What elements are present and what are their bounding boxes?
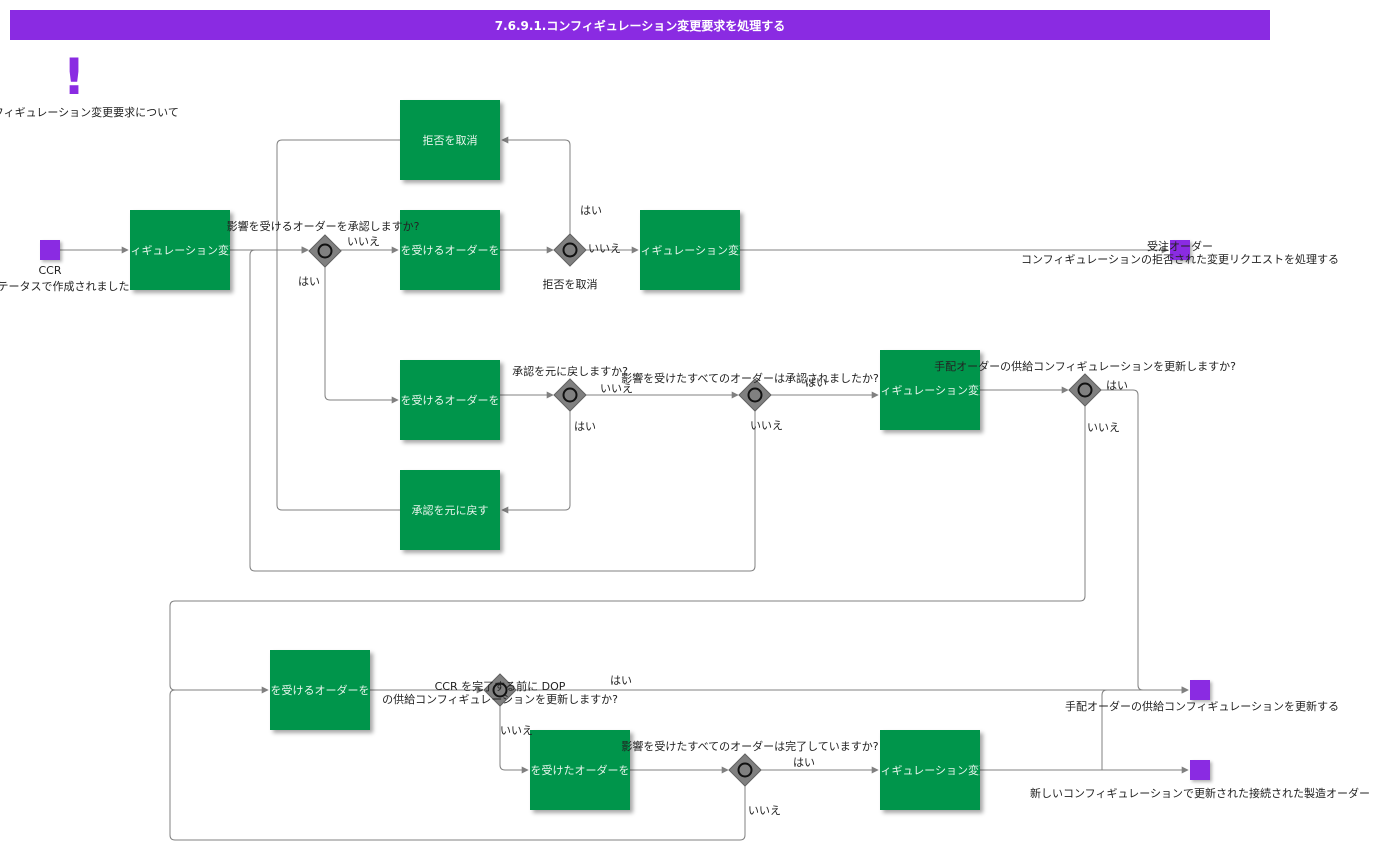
branch-g7-no: いいえ	[748, 804, 781, 817]
start-event[interactable]	[40, 240, 60, 260]
gateway-g6[interactable]	[483, 673, 517, 707]
branch-g1-no: いいえ	[347, 235, 380, 248]
task-complete-orders[interactable]: 影響を受けたオーダーを完了	[530, 730, 630, 810]
gateway-g4-label: 影響を受けたすべてのオーダーは承認されましたか?	[621, 372, 879, 385]
start-label-1: CCR	[38, 264, 62, 277]
diagram-title: 7.6.9.1.コンフィギュレーション変更要求を処理する	[10, 10, 1270, 40]
gateway-g7[interactable]	[728, 753, 762, 787]
branch-g7-yes: はい	[793, 756, 815, 769]
branch-g2-no: いいえ	[588, 242, 621, 255]
task-approve-orders[interactable]: 影響を受けるオーダーを承認	[400, 360, 500, 440]
task-update-orders[interactable]: 影響を受けるオーダーを更新	[270, 650, 370, 730]
branch-g2-yes: はい	[580, 204, 602, 217]
end-rejected-label-2: コンフィギュレーションの拒否された変更リクエストを処理する	[1020, 253, 1340, 266]
branch-g3-no: いいえ	[600, 382, 633, 395]
gateway-g6-label-1: CCR を完了する前に DOP	[434, 680, 566, 693]
gateway-g2[interactable]	[553, 233, 587, 267]
task-revert-approval[interactable]: 承認を元に戻す	[400, 470, 500, 550]
branch-g3-yes: はい	[574, 420, 596, 433]
gateway-g4[interactable]	[738, 378, 772, 412]
note-label: コンフィギュレーション変更要求について	[0, 106, 179, 119]
end-update-dop-label: 手配オーダーの供給コンフィギュレーションを更新する	[1064, 700, 1340, 713]
gateway-g2-label: 拒否を取消	[542, 278, 598, 291]
branch-g6-yes: はい	[610, 674, 632, 687]
branch-g5-no: いいえ	[1087, 421, 1120, 434]
end-connected-orders-label: 新しいコンフィギュレーションで更新された接続された製造オーダー	[1029, 787, 1371, 800]
gateway-g6-label-2: の供給コンフィギュレーションを更新しますか?	[382, 693, 618, 706]
branch-g5-yes: はい	[1106, 379, 1128, 392]
gateway-g3-label: 承認を元に戻しますか?	[512, 365, 628, 378]
gateway-g1[interactable]	[308, 234, 342, 268]
end-event-update-dop[interactable]	[1190, 680, 1210, 700]
end-event-rejected[interactable]	[1170, 240, 1190, 260]
gateway-g5[interactable]	[1068, 373, 1102, 407]
gateway-g3[interactable]	[553, 378, 587, 412]
end-rejected-label-1: 受注オーダー	[1147, 240, 1213, 253]
branch-g6-no: いいえ	[500, 724, 533, 737]
gateway-g5-label: 手配オーダーの供給コンフィギュレーションを更新しますか?	[934, 360, 1236, 373]
task-ccr-start[interactable]: コンフィギュレーション変更要求	[130, 210, 230, 290]
task-reject-orders[interactable]: 影響を受けるオーダーを拒否	[400, 210, 500, 290]
start-label-2: ステータスで作成されました	[0, 280, 130, 293]
branch-g4-yes: はい	[805, 376, 827, 389]
task-cancel-reject[interactable]: 拒否を取消	[400, 100, 500, 180]
task-reject-ccr[interactable]: コンフィギュレーション変更要求	[640, 210, 740, 290]
gateway-g7-label: 影響を受けたすべてのオーダーは完了していますか?	[621, 740, 879, 753]
task-approve-ccr[interactable]: コンフィギュレーション変更要求	[880, 350, 980, 430]
end-event-connected-orders[interactable]	[1190, 760, 1210, 780]
branch-g1-yes: はい	[298, 275, 320, 288]
branch-g4-no: いいえ	[750, 419, 783, 432]
task-complete-ccr[interactable]: コンフィギュレーション変更要求	[880, 730, 980, 810]
gateway-g1-label: 影響を受けるオーダーを承認しますか?	[226, 220, 420, 233]
exclamation-icon[interactable]: !	[62, 48, 86, 106]
